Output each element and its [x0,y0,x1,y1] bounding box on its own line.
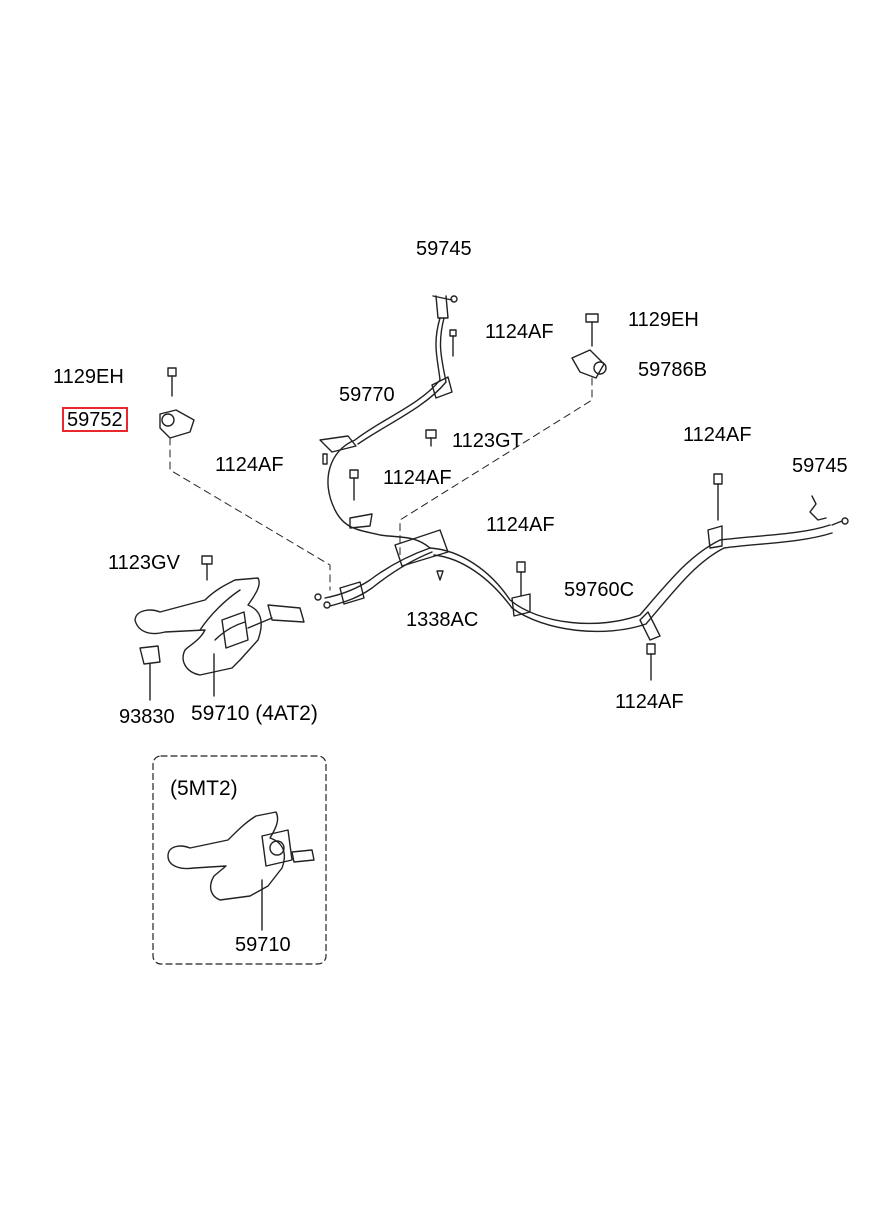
callout-1124AF-right-top: 1124AF [683,424,752,446]
callout-1124AF-center: 1124AF [486,514,555,536]
callout-1123GV: 1123GV [108,552,180,574]
callout-59745-top: 59745 [416,238,472,260]
dashed-leaders [169,377,593,591]
callout-1124AF-mid-left: 1124AF [215,454,284,476]
callout-1124AF-top: 1124AF [485,321,554,343]
cable-59770 [319,295,458,607]
lever-assembly-4AT2 [134,577,305,701]
callout-59786B: 59786B [638,359,707,381]
callout-1129EH-left: 1129EH [53,366,124,388]
callout-1124AF-mid: 1124AF [383,467,452,489]
callout-1129EH-right: 1129EH [628,309,699,331]
callout-1124AF-bottom: 1124AF [615,691,684,713]
bolts [159,313,827,681]
inset-box-5MT2 [152,755,327,965]
cable-59760C [429,517,849,641]
inset-title-5MT2: (5MT2) [170,777,238,800]
callout-59770: 59770 [339,384,395,406]
lever-assembly-5MT2 [167,811,315,931]
equalizer [314,529,449,609]
callout-93830: 93830 [119,706,175,728]
callout-1338AC: 1338AC [406,609,479,631]
callout-1123GT: 1123GT [452,430,523,452]
callout-59710-5MT2: 59710 [235,934,291,956]
callout-59710-4AT2: 59710 (4AT2) [191,702,318,725]
callout-59745-right: 59745 [792,455,848,477]
callout-59760C: 59760C [564,579,635,601]
callout-59752-highlighted[interactable]: 59752 [62,407,128,432]
